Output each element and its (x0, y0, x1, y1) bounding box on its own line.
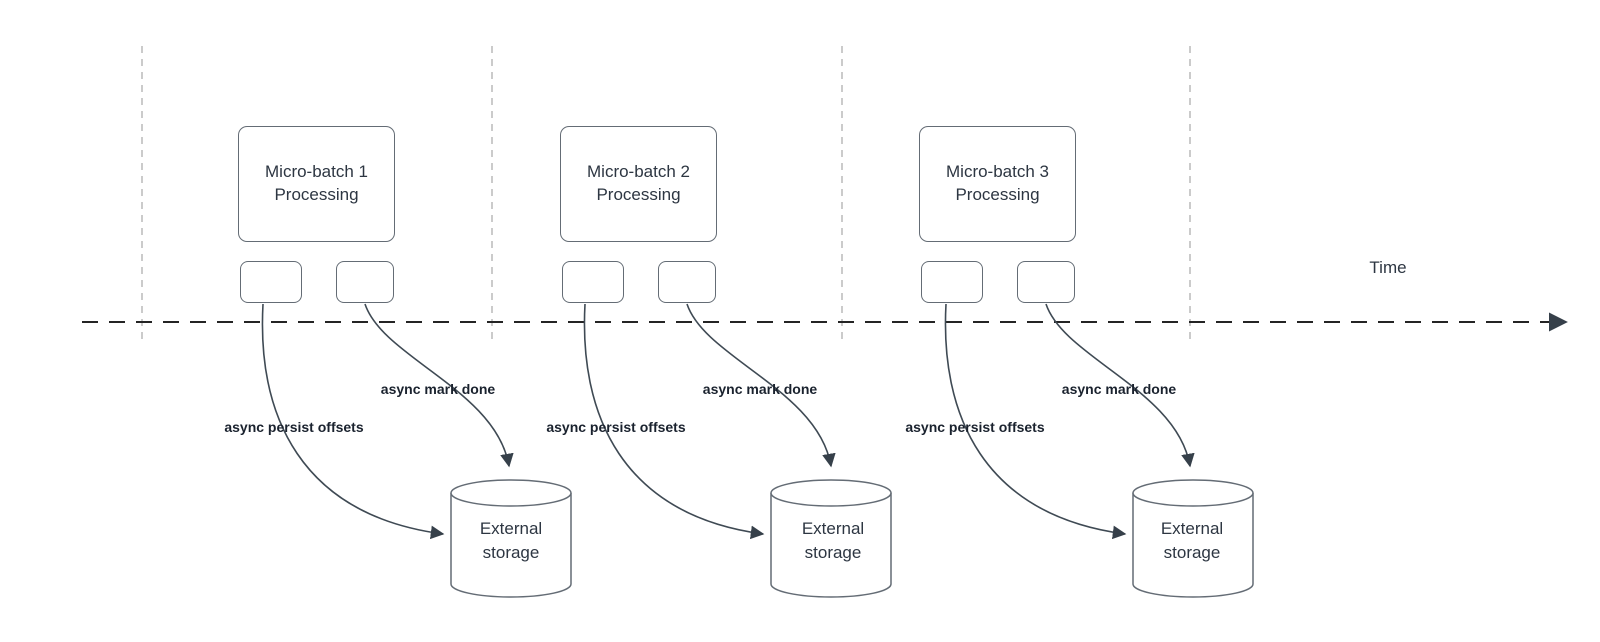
external-storage-label-2: External storage (801, 519, 865, 562)
mark-done-source-box-2 (658, 261, 716, 303)
external-storage-label-3: External storage (1160, 519, 1224, 562)
microbatch-1-processing-box: Micro-batch 1 Processing (238, 126, 395, 242)
persist-source-box-2 (562, 261, 624, 303)
persist-offsets-arrow-3 (944, 303, 1127, 540)
time-axis-label: Time (1369, 258, 1407, 277)
persist-source-box-3 (921, 261, 983, 303)
mark-done-arrow-2 (686, 303, 836, 468)
batch-group-1: Micro-batch 1 Processing async persist o… (224, 0, 638, 642)
persist-offsets-label-2: async persist offsets (546, 419, 686, 435)
mark-done-label-2: async mark done (702, 381, 818, 397)
mark-done-arrow-1 (364, 303, 514, 468)
microbatch-3-processing-box: Micro-batch 3 Processing (919, 126, 1076, 242)
mark-done-label-1: async mark done (380, 381, 496, 397)
persist-offsets-label-1: async persist offsets (224, 419, 364, 435)
mark-done-label-3: async mark done (1061, 381, 1177, 397)
mark-done-source-box-3 (1017, 261, 1075, 303)
external-storage-label-1: External storage (479, 519, 543, 562)
batch-group-3: Micro-batch 3 Processing async persist o… (905, 0, 1319, 642)
mark-done-source-box-1 (336, 261, 394, 303)
persist-offsets-arrow-2 (583, 303, 765, 540)
storage-cylinder-1 (450, 479, 572, 598)
mark-done-arrow-3 (1045, 303, 1195, 468)
storage-cylinder-2 (770, 479, 892, 598)
persist-offsets-label-3: async persist offsets (905, 419, 1045, 435)
persist-offsets-arrow-1 (261, 303, 445, 540)
batch-group-2: Micro-batch 2 Processing async persist o… (546, 0, 960, 642)
persist-source-box-1 (240, 261, 302, 303)
storage-cylinder-3 (1132, 479, 1254, 598)
microbatch-2-processing-box: Micro-batch 2 Processing (560, 126, 717, 242)
